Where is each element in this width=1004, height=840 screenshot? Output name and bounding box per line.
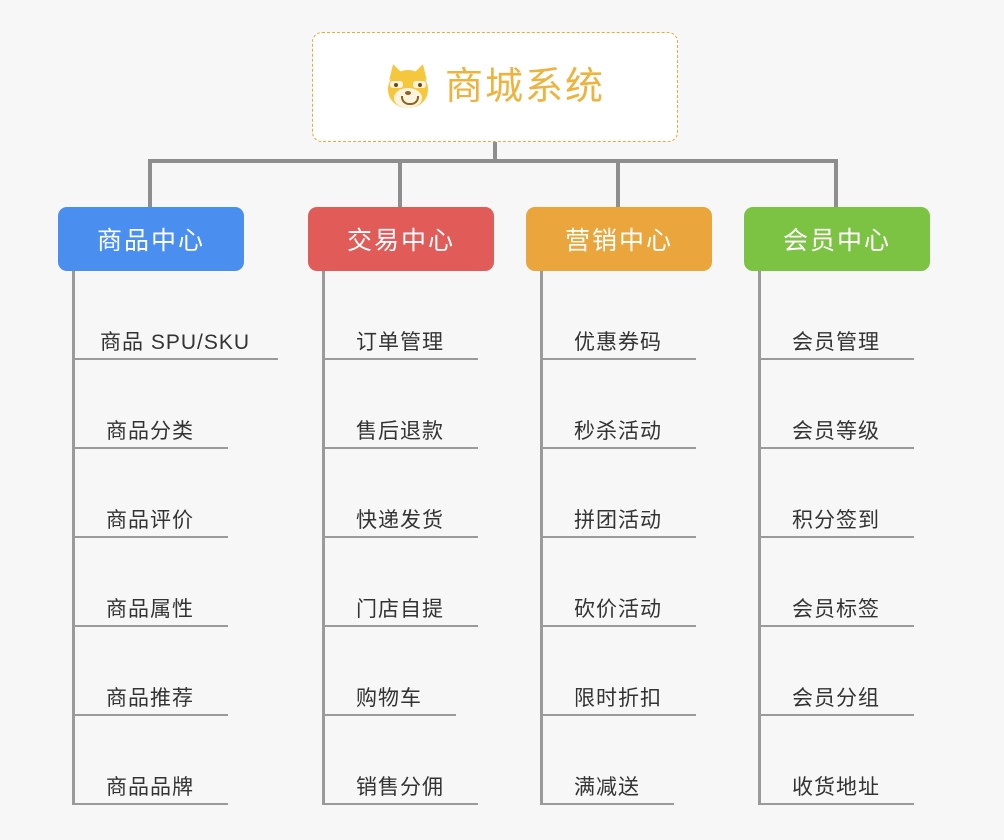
root-title: 商城系统: [444, 66, 605, 108]
category-drop-line-2: [398, 159, 402, 209]
leaf-item[interactable]: 优惠券码: [540, 271, 696, 360]
leaf-item[interactable]: 会员标签: [758, 538, 914, 627]
root-node[interactable]: 商城系统: [312, 32, 678, 142]
leaf-label: 收货地址: [792, 775, 880, 799]
leaf-item[interactable]: 会员管理: [758, 271, 914, 360]
leaf-item[interactable]: 会员等级: [758, 360, 914, 449]
leaf-label: 满减送: [574, 775, 640, 799]
category-box-4[interactable]: 会员中心: [744, 207, 930, 271]
shiba-dog-emoji-icon: [385, 62, 431, 110]
category-drop-line-3: [616, 159, 620, 209]
leaf-item[interactable]: 商品推荐: [72, 627, 228, 716]
leaf-label: 优惠券码: [574, 330, 662, 354]
category-bus-line: [150, 159, 838, 163]
category-drop-line-4: [834, 159, 838, 209]
category-label-2: 交易中心: [346, 227, 455, 255]
leaf-label: 砍价活动: [574, 597, 662, 621]
leaf-label: 商品推荐: [106, 686, 194, 710]
category-box-2[interactable]: 交易中心: [308, 207, 494, 271]
leaf-item[interactable]: 门店自提: [322, 538, 478, 627]
leaf-label: 拼团活动: [574, 508, 662, 532]
leaf-item[interactable]: 售后退款: [322, 360, 478, 449]
leaf-item[interactable]: 收货地址: [758, 716, 914, 805]
leaf-label: 门店自提: [356, 597, 444, 621]
leaf-label: 购物车: [356, 686, 422, 710]
leaf-item[interactable]: 销售分佣: [322, 716, 478, 805]
branch-trunk-4: [758, 271, 761, 805]
leaf-label: 会员管理: [792, 330, 880, 354]
leaf-label: 秒杀活动: [574, 419, 662, 443]
leaf-label: 销售分佣: [356, 775, 444, 799]
leaf-item[interactable]: 拼团活动: [540, 449, 696, 538]
root-stem-line: [493, 142, 497, 163]
category-label-4: 会员中心: [782, 227, 891, 255]
leaf-item[interactable]: 砍价活动: [540, 538, 696, 627]
leaf-item[interactable]: 商品评价: [72, 449, 228, 538]
leaf-label: 商品 SPU/SKU: [99, 330, 251, 354]
leaf-item[interactable]: 订单管理: [322, 271, 478, 360]
leaf-item[interactable]: 商品品牌: [72, 716, 228, 805]
leaf-label: 限时折扣: [574, 686, 662, 710]
leaf-item[interactable]: 秒杀活动: [540, 360, 696, 449]
leaf-item[interactable]: 满减送: [540, 716, 674, 805]
leaf-label: 会员标签: [792, 597, 880, 621]
leaf-label: 订单管理: [356, 330, 444, 354]
leaf-label: 会员分组: [792, 686, 880, 710]
branch-trunk-2: [322, 271, 325, 805]
leaf-item[interactable]: 会员分组: [758, 627, 914, 716]
leaf-item[interactable]: 快递发货: [322, 449, 478, 538]
leaf-item[interactable]: 限时折扣: [540, 627, 696, 716]
leaf-label: 商品评价: [106, 508, 194, 532]
leaf-item[interactable]: 购物车: [322, 627, 456, 716]
category-box-1[interactable]: 商品中心: [58, 207, 244, 271]
leaf-label: 售后退款: [356, 419, 444, 443]
category-drop-line-1: [148, 159, 152, 209]
leaf-item[interactable]: 商品 SPU/SKU: [72, 271, 278, 360]
leaf-item[interactable]: 积分签到: [758, 449, 914, 538]
leaf-label: 商品分类: [106, 419, 194, 443]
leaf-label: 快递发货: [356, 508, 444, 532]
leaf-label: 积分签到: [792, 508, 880, 532]
category-box-3[interactable]: 营销中心: [526, 207, 712, 271]
leaf-label: 商品属性: [106, 597, 194, 621]
category-label-3: 营销中心: [564, 227, 673, 255]
branch-trunk-1: [72, 271, 75, 805]
leaf-label: 会员等级: [792, 419, 880, 443]
branch-trunk-3: [540, 271, 543, 805]
leaf-label: 商品品牌: [106, 775, 194, 799]
leaf-item[interactable]: 商品分类: [72, 360, 228, 449]
category-label-1: 商品中心: [96, 227, 205, 255]
leaf-item[interactable]: 商品属性: [72, 538, 228, 627]
